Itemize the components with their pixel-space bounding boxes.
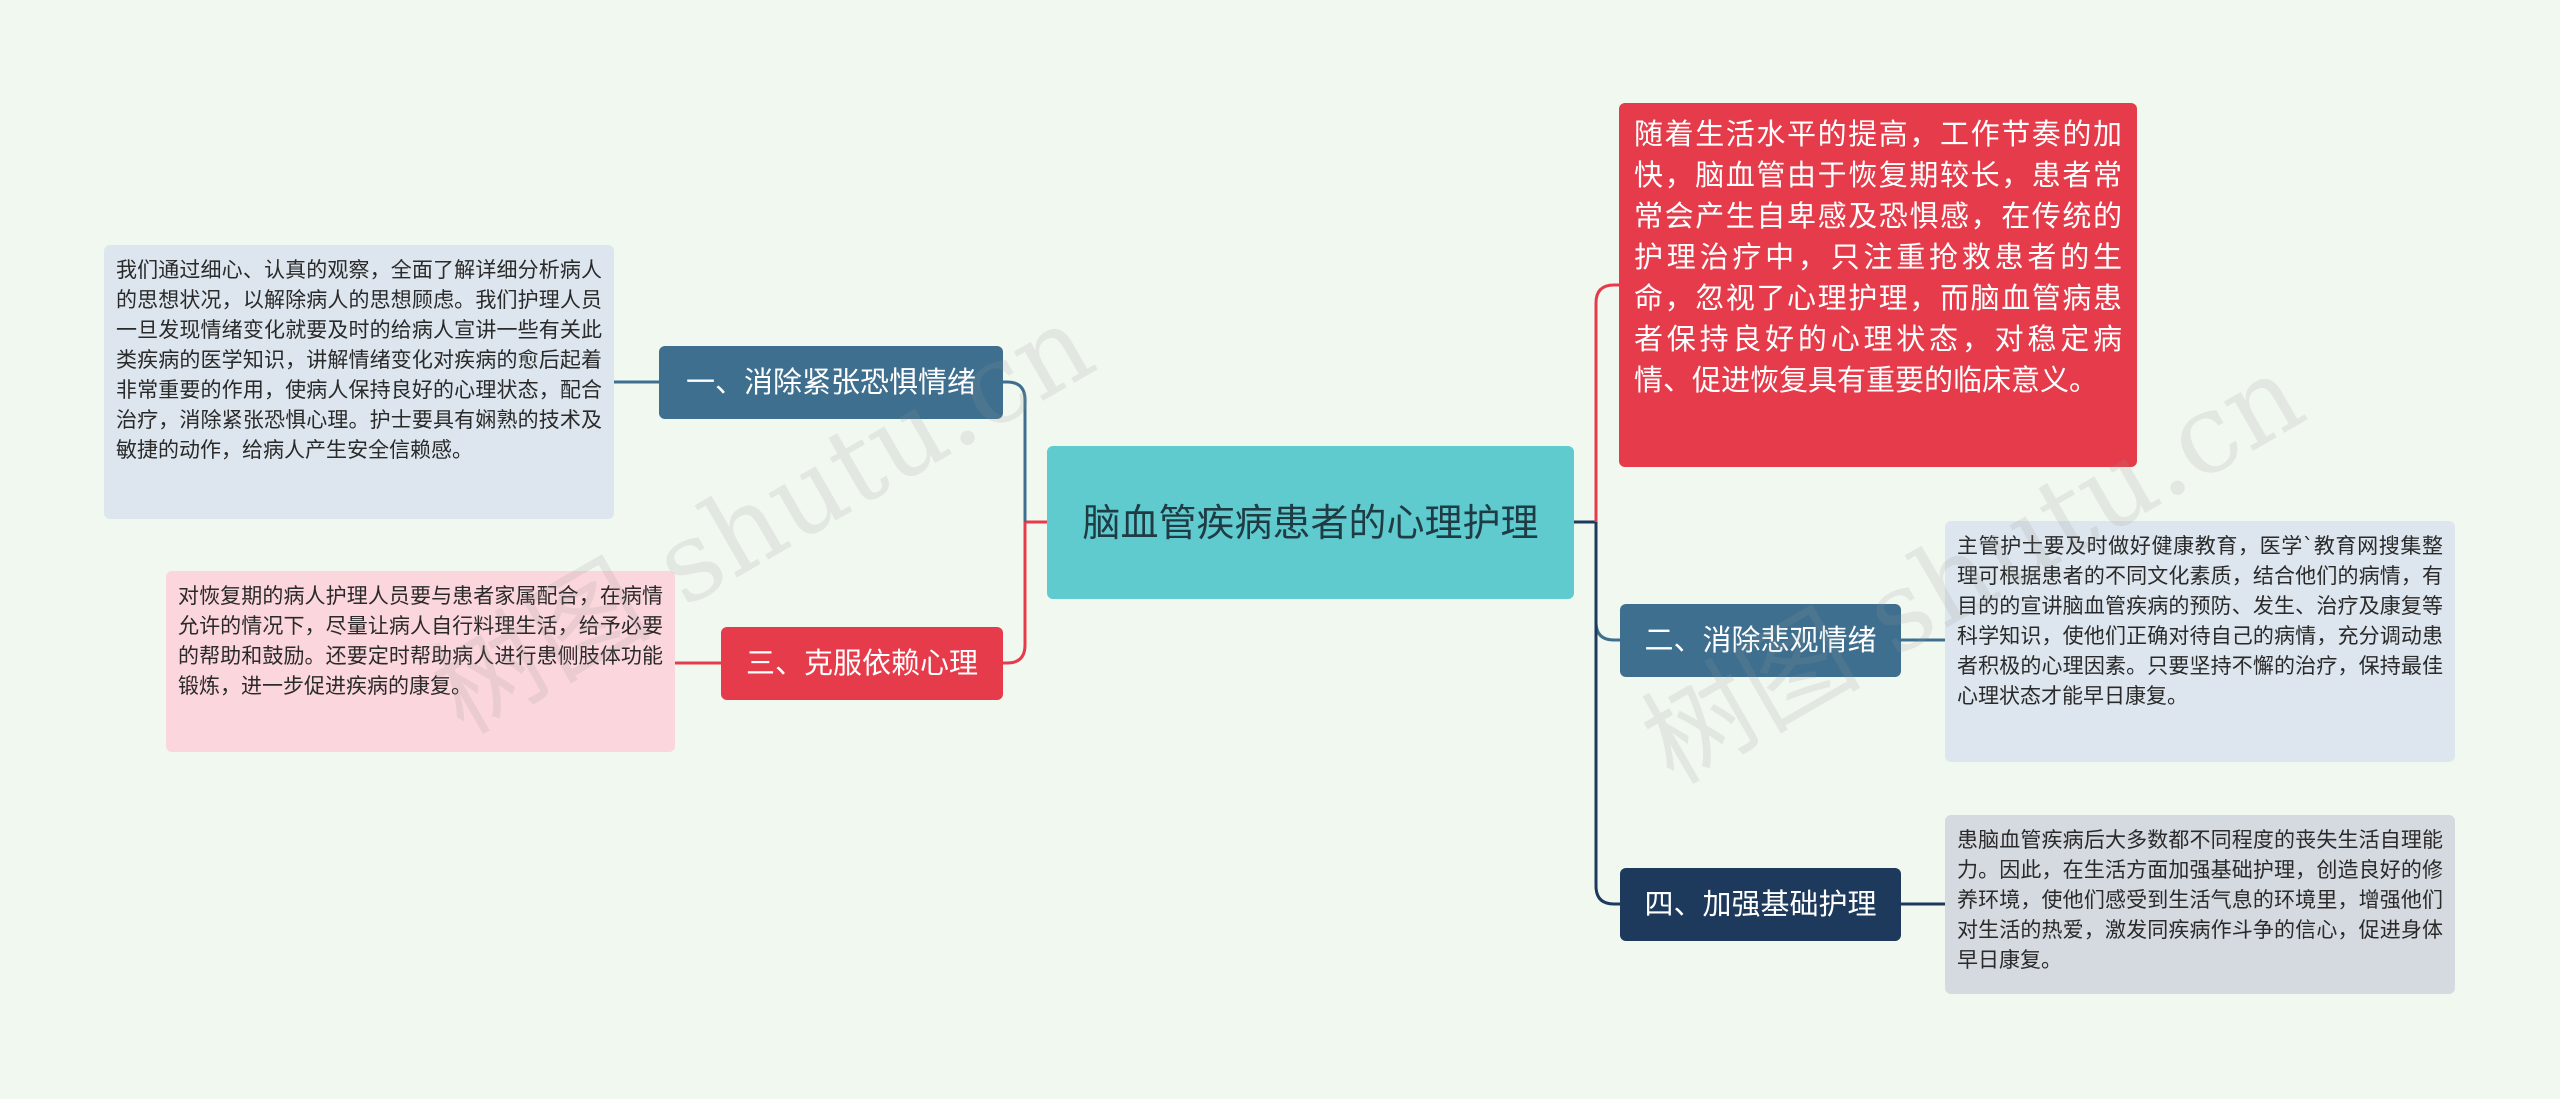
connector-to-branch-1 [1003,380,1027,522]
leaf-note-3[interactable]: 对恢复期的病人护理人员要与患者家属配合，在病情允许的情况下，尽量让病人自行料理生… [166,571,675,752]
branch-topic-3[interactable]: 三、克服依赖心理 [721,627,1003,700]
leaf-note-2[interactable]: 主管护士要及时做好健康教育，医学`教育网搜集整理可根据患者的不同文化素质，结合他… [1945,521,2455,762]
connector-to-intro [1594,283,1619,522]
branch-1-label: 一、消除紧张恐惧情绪 [685,365,976,399]
branch-4-label: 四、加强基础护理 [1644,887,1877,921]
branch-2-label: 二、消除悲观情绪 [1644,623,1877,657]
connector-to-branch-2 [1594,522,1620,642]
branch-topic-1[interactable]: 一、消除紧张恐惧情绪 [659,346,1003,419]
leaf-note-1[interactable]: 我们通过细心、认真的观察，全面了解详细分析病人的思想状况，以解除病人的思想顾虑。… [104,245,614,519]
central-topic-label: 脑血管疾病患者的心理护理 [1082,500,1539,545]
branch-topic-4[interactable]: 四、加强基础护理 [1620,868,1901,941]
leaf-2-text: 主管护士要及时做好健康教育，医学`教育网搜集整理可根据患者的不同文化素质，结合他… [1957,534,2443,708]
connector-to-branch-3 [1003,522,1027,665]
leaf-note-4[interactable]: 患脑血管疾病后大多数都不同程度的丧失生活自理能力。因此，在生活方面加强基础护理，… [1945,815,2455,994]
intro-topic[interactable]: 随着生活水平的提高，工作节奏的加快，脑血管由于恢复期较长，患者常常会产生自卑感及… [1619,103,2137,467]
central-topic[interactable]: 脑血管疾病患者的心理护理 [1047,446,1574,599]
leaf-3-text: 对恢复期的病人护理人员要与患者家属配合，在病情允许的情况下，尽量让病人自行料理生… [178,584,663,698]
connector-to-branch-4 [1594,522,1620,906]
intro-text: 随着生活水平的提高，工作节奏的加快，脑血管由于恢复期较长，患者常常会产生自卑感及… [1634,117,2122,397]
leaf-1-text: 我们通过细心、认真的观察，全面了解详细分析病人的思想状况，以解除病人的思想顾虑。… [116,258,602,462]
branch-3-label: 三、克服依赖心理 [745,646,978,680]
branch-topic-2[interactable]: 二、消除悲观情绪 [1620,604,1901,677]
leaf-4-text: 患脑血管疾病后大多数都不同程度的丧失生活自理能力。因此，在生活方面加强基础护理，… [1957,828,2443,972]
